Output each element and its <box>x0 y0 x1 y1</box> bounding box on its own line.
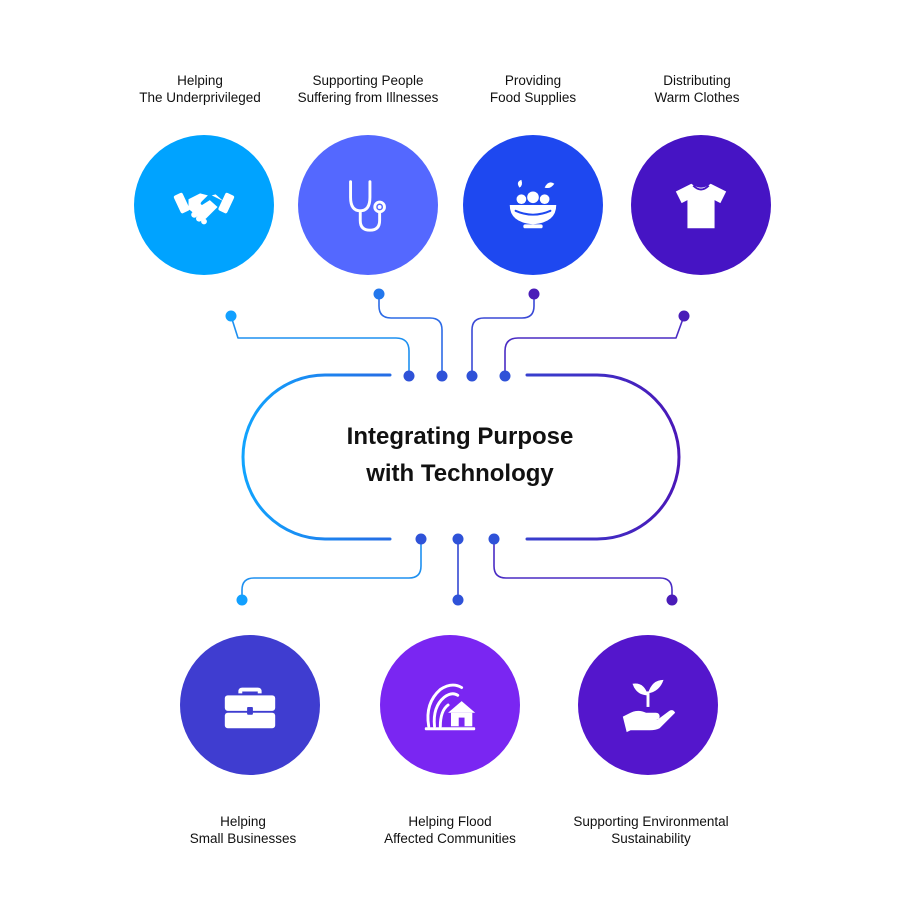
node-dot <box>415 533 427 545</box>
center-title-line1: Integrating Purpose <box>346 423 574 450</box>
briefcase-icon <box>224 687 276 729</box>
label-supporting-ill: Supporting People Suffering from Illness… <box>297 73 439 105</box>
label-warm-clothes: Distributing Warm Clothes <box>654 73 740 105</box>
node-dot <box>488 533 500 545</box>
circle-environmental-sustainability <box>578 635 718 775</box>
node-dot <box>452 533 464 545</box>
circle-food-supplies <box>463 135 603 275</box>
node-dot <box>528 288 540 300</box>
node-dot <box>499 370 511 382</box>
capsule-right-arc <box>525 373 681 541</box>
center-title: Integrating Purpose with Technology <box>250 418 670 492</box>
label-helping-underprivileged: Helping The Underprivileged <box>139 73 261 105</box>
plant-in-hand-icon <box>622 679 676 733</box>
circle-warm-clothes <box>631 135 771 275</box>
node-dot <box>403 370 415 382</box>
branch-top-1 <box>230 315 410 377</box>
node-dot <box>236 594 248 606</box>
circle-small-businesses <box>180 635 320 775</box>
label-small-businesses: Helping Small Businesses <box>189 814 297 846</box>
circle-supporting-ill <box>298 135 438 275</box>
circle-flood-communities <box>380 635 520 775</box>
node-dot <box>436 370 448 382</box>
node-dot <box>666 594 678 606</box>
flood-house-icon <box>424 683 476 731</box>
label-flood-communities: Helping Flood Affected Communities <box>384 814 516 846</box>
node-dot <box>373 288 385 300</box>
handshake-icon <box>173 192 235 225</box>
node-dot <box>466 370 478 382</box>
stethoscope-icon <box>349 180 386 232</box>
branch-bottom-3 <box>493 538 673 601</box>
node-dot <box>452 594 464 606</box>
capsule-left-arc <box>241 373 392 541</box>
t-shirt-icon <box>675 183 727 229</box>
circle-helping-underprivileged <box>134 135 274 275</box>
center-title-line2: with Technology <box>366 460 554 487</box>
node-dot <box>225 310 237 322</box>
label-environmental-sustainability: Supporting Environmental Sustainability <box>573 814 729 846</box>
salad-bowl-icon <box>509 179 557 229</box>
node-dot <box>678 310 690 322</box>
label-food-supplies: Providing Food Supplies <box>489 73 577 105</box>
branch-top-4 <box>504 315 685 377</box>
branch-top-2 <box>378 293 443 377</box>
branch-bottom-1 <box>241 538 422 601</box>
branch-top-3 <box>471 293 535 377</box>
